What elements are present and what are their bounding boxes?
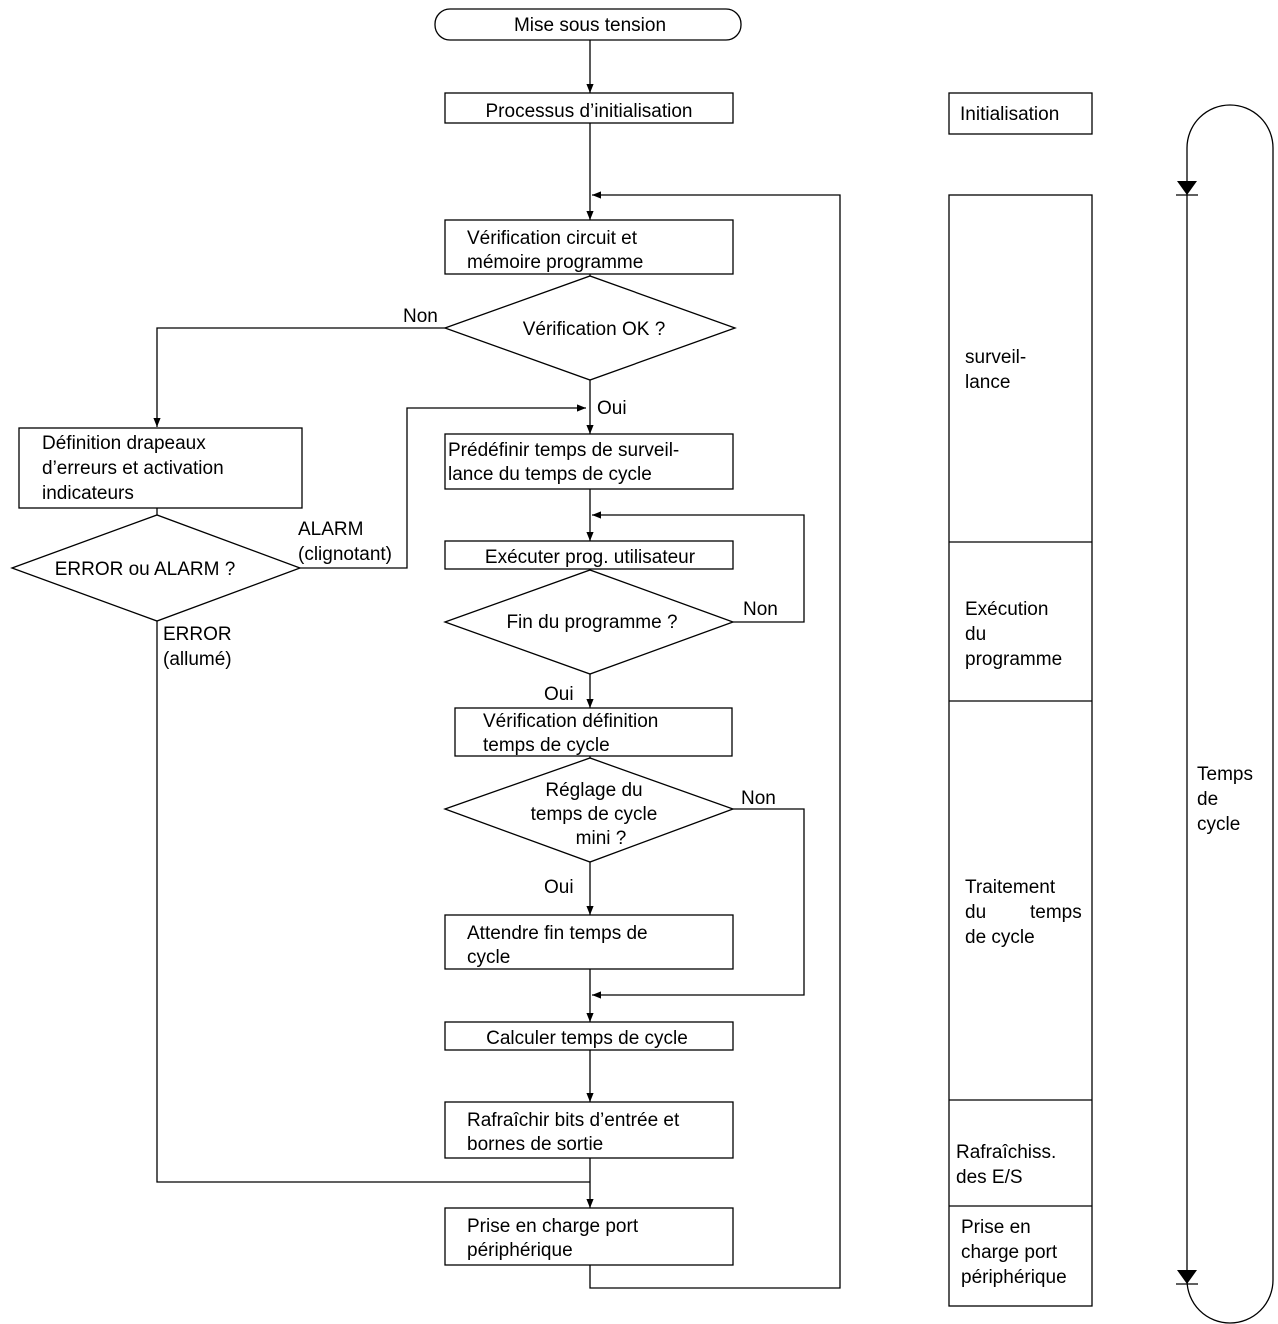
error-lit-label: (allumé) (163, 649, 232, 670)
phase-prise-line1: Prise en (961, 1217, 1031, 1238)
min-cycle-line2: temps de cycle (531, 804, 658, 825)
phase-exec-line2: du (965, 624, 986, 645)
phase-cycle-box (948, 194, 1093, 1307)
wait-cycle-box: Attendre fin temps de cycle (444, 914, 734, 970)
line-error (156, 621, 590, 1183)
alarm-label: ALARM (298, 519, 363, 540)
min-cycle-line3: mini ? (576, 828, 627, 849)
verify-cycle-line2: temps de cycle (483, 735, 610, 756)
phase-init-box (948, 92, 1093, 135)
arrow-min-no (592, 808, 805, 999)
refresh-io-box: Rafraîchir bits d’entrée et bornes de so… (444, 1101, 734, 1159)
phase-prise-line2: charge port (961, 1242, 1058, 1263)
preset-watchdog-line2: lance du temps de cycle (448, 464, 652, 485)
phase-surv-line1: surveil- (965, 347, 1026, 368)
calculate-cycle-box: Calculer temps de cycle (444, 1021, 734, 1051)
phase-exec-line3: programme (965, 649, 1062, 670)
start-label: Mise sous tension (514, 15, 666, 36)
error-alarm-label: ERROR ou ALARM ? (55, 559, 236, 580)
cycle-top-arrow-icon (1177, 181, 1197, 195)
end-program-label: Fin du programme ? (506, 612, 677, 633)
refresh-io-line1: Rafraîchir bits d’entrée et (467, 1110, 680, 1131)
check-ok-no-label: Non (403, 306, 438, 327)
circuit-check-line2: mémoire programme (467, 252, 643, 273)
phase-trait-line2b: temps (1030, 902, 1082, 923)
loop-back-line (589, 191, 841, 1289)
preset-watchdog-line1: Prédéfinir temps de surveil- (448, 440, 679, 461)
phase-rafr-line1: Rafraîchiss. (956, 1142, 1056, 1163)
alarm-blinking-label: (clignotant) (298, 544, 392, 565)
peripheral-port-line1: Prise en charge port (467, 1216, 639, 1237)
circuit-check-box: Vérification circuit et mémoire programm… (444, 219, 734, 275)
phase-rafr-line2: des E/S (956, 1167, 1023, 1188)
cycle-time-loop: Temps de cycle (1176, 104, 1274, 1324)
min-cycle-no-label: Non (741, 788, 776, 809)
error-flags-box: Définition drapeaux d’erreurs et activat… (18, 427, 303, 509)
phase-exec-line1: Exécution (965, 599, 1048, 620)
init-process-label: Processus d’initialisation (486, 101, 693, 122)
min-cycle-yes-label: Oui (544, 877, 574, 898)
end-program-no-label: Non (743, 599, 778, 620)
connectors (153, 40, 841, 1289)
check-ok-yes-label: Oui (597, 398, 627, 419)
init-process-box: Processus d’initialisation (444, 92, 734, 124)
wait-cycle-line2: cycle (467, 947, 510, 968)
verify-cycle-box: Vérification définition temps de cycle (454, 707, 733, 757)
error-alarm-decision: ERROR ou ALARM ? (10, 514, 302, 622)
circuit-check-line1: Vérification circuit et (467, 228, 638, 249)
check-ok-decision: Vérification OK ? (443, 275, 737, 381)
refresh-io-line2: bornes de sortie (467, 1134, 603, 1155)
phase-trait-line2a: du (965, 902, 986, 923)
execute-program-box: Exécuter prog. utilisateur (444, 540, 734, 570)
peripheral-port-box: Prise en charge port périphérique (444, 1207, 734, 1266)
verify-cycle-line1: Vérification définition (483, 711, 658, 732)
end-program-decision: Fin du programme ? (443, 569, 735, 675)
phase-column: Initialisation surveil- lance Exécution … (948, 92, 1093, 1307)
cycle-time-line3: cycle (1197, 814, 1240, 835)
min-cycle-line1: Réglage du (545, 780, 642, 801)
error-flags-line2: d’erreurs et activation (42, 458, 224, 479)
end-program-yes-label: Oui (544, 684, 574, 705)
check-ok-label: Vérification OK ? (523, 319, 666, 340)
cycle-bottom-arrow-icon (1177, 1270, 1197, 1284)
phase-prise-line3: périphérique (961, 1267, 1067, 1288)
error-flags-line1: Définition drapeaux (42, 433, 206, 454)
error-label: ERROR (163, 624, 232, 645)
phase-surv-line2: lance (965, 372, 1010, 393)
peripheral-port-line2: périphérique (467, 1240, 573, 1261)
preset-watchdog-box: Prédéfinir temps de surveil- lance du te… (444, 433, 734, 490)
cycle-time-line1: Temps (1197, 764, 1253, 785)
arrow-check-no (153, 327, 445, 427)
execute-program-label: Exécuter prog. utilisateur (485, 547, 696, 568)
phase-trait-line1: Traitement (965, 877, 1056, 898)
wait-cycle-line1: Attendre fin temps de (467, 923, 648, 944)
arrow-end-no (592, 511, 805, 623)
min-cycle-decision: Réglage du temps de cycle mini ? (443, 757, 735, 863)
phase-trait-line3: de cycle (965, 927, 1035, 948)
cycle-time-line2: de (1197, 789, 1218, 810)
cycle-loop-outline (1186, 104, 1274, 1324)
arrow-alarm (300, 404, 586, 569)
error-flags-line3: indicateurs (42, 483, 134, 504)
phase-init-label: Initialisation (960, 104, 1059, 125)
start-terminator: Mise sous tension (434, 8, 742, 41)
calculate-cycle-label: Calculer temps de cycle (486, 1028, 688, 1049)
